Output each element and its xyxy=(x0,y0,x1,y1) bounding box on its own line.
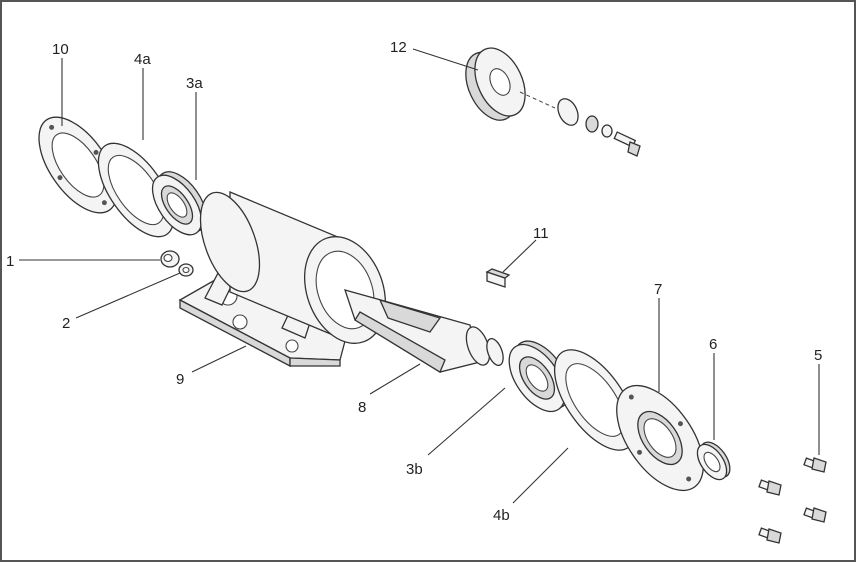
part-5-bolt xyxy=(758,527,782,544)
leader-3b xyxy=(427,387,506,456)
pulley-lock-washer xyxy=(601,124,613,138)
label-part-5: 5 xyxy=(814,347,822,364)
label-part-8: 8 xyxy=(358,399,366,416)
leader-11 xyxy=(502,239,537,273)
part-7-end-cover xyxy=(616,384,704,492)
part-4b-gasket xyxy=(553,349,637,451)
label-part-4a: 4a xyxy=(134,51,151,68)
label-part-7: 7 xyxy=(654,281,662,298)
leader-2 xyxy=(75,272,181,319)
pulley-nut xyxy=(585,115,599,133)
label-part-6: 6 xyxy=(709,336,717,353)
label-part-1: 1 xyxy=(6,253,14,270)
label-part-9: 9 xyxy=(176,371,184,388)
leader-8 xyxy=(369,363,421,395)
label-part-12: 12 xyxy=(390,39,407,56)
label-part-11: 11 xyxy=(533,225,549,242)
label-part-3a: 3a xyxy=(186,75,203,92)
part-4a-gasket xyxy=(97,142,175,238)
part-10-end-flange xyxy=(38,116,118,214)
part-5-bolt xyxy=(758,479,782,496)
part-5-bolt xyxy=(803,457,827,473)
leader-4b xyxy=(512,447,569,504)
part-6-seal xyxy=(696,441,731,481)
pulley-washer xyxy=(557,98,579,126)
part-12-pulley xyxy=(465,47,526,121)
part-1-plug xyxy=(160,250,180,268)
label-part-3b: 3b xyxy=(406,461,423,478)
label-part-4b: 4b xyxy=(493,507,510,524)
pulley-bolt xyxy=(613,131,641,157)
label-part-10: 10 xyxy=(52,41,69,58)
part-5-bolt xyxy=(803,507,827,523)
part-3b-bearing xyxy=(508,340,571,413)
leader-12 xyxy=(412,48,479,71)
part-8-shaft xyxy=(343,289,504,373)
label-part-2: 2 xyxy=(62,315,70,332)
leader-9 xyxy=(191,345,247,373)
part-3a-bearing xyxy=(151,171,208,236)
part-11-key xyxy=(485,268,511,288)
part-2-washer xyxy=(178,263,194,277)
